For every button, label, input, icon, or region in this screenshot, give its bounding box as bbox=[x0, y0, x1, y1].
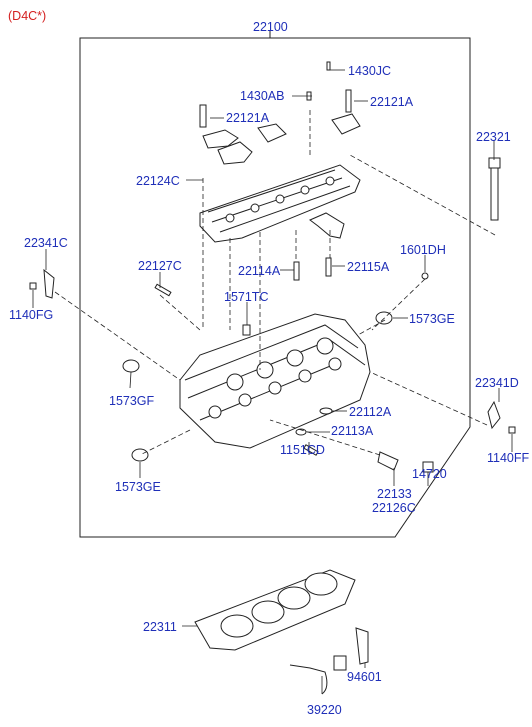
bolt-1140ff bbox=[508, 426, 516, 434]
label-22121a-left: 22121A bbox=[226, 111, 270, 125]
bolts bbox=[199, 61, 501, 221]
label-22133: 22133 bbox=[377, 487, 412, 501]
label-1573ge-left: 1573GE bbox=[115, 480, 161, 494]
label-1430ab: 1430AB bbox=[240, 89, 285, 103]
label-22311: 22311 bbox=[143, 620, 177, 634]
label-1151cd: 1151CD bbox=[280, 443, 325, 457]
label-22124c: 22124C bbox=[136, 174, 180, 188]
label-1140fg: 1140FG bbox=[9, 308, 54, 322]
bracket-22341c bbox=[43, 268, 55, 299]
plug-1601dh bbox=[421, 272, 429, 280]
model-code: (D4C*) bbox=[8, 9, 47, 23]
label-1430jc: 1430JC bbox=[348, 64, 392, 78]
label-1601dh: 1601DH bbox=[400, 243, 446, 257]
label-1573gf: 1573GF bbox=[109, 394, 155, 408]
label-22100: 22100 bbox=[253, 20, 288, 34]
label-22341d: 22341D bbox=[475, 376, 519, 390]
label-1140ff: 1140FF bbox=[487, 451, 530, 465]
head-gasket bbox=[194, 569, 356, 651]
label-1573ge-right: 1573GE bbox=[409, 312, 455, 326]
cam-carrier bbox=[199, 113, 361, 243]
label-22341c: 22341C bbox=[24, 236, 68, 250]
bracket-22341d bbox=[487, 400, 501, 430]
label-22321: 22321 bbox=[476, 130, 511, 144]
label-22127c: 22127C bbox=[138, 259, 182, 273]
temperature-sensor bbox=[289, 627, 369, 695]
label-22126c: 22126C bbox=[372, 501, 416, 515]
assembly-frame bbox=[79, 37, 471, 538]
plug-1573ge-left bbox=[131, 448, 149, 462]
label-14720: 14720 bbox=[412, 467, 447, 481]
label-22113a: 22113A bbox=[331, 424, 374, 438]
pin-22115a bbox=[325, 257, 332, 277]
cylinder-head bbox=[179, 313, 371, 449]
washer-22112a bbox=[319, 407, 333, 415]
label-94601: 94601 bbox=[347, 670, 382, 684]
stud-22127c bbox=[154, 283, 172, 297]
label-1571tc: 1571TC bbox=[224, 290, 269, 304]
label-22115a: 22115A bbox=[347, 260, 390, 274]
bolt-1140fg bbox=[29, 282, 37, 290]
pin-22114a bbox=[293, 261, 300, 281]
plug-1573gf bbox=[122, 359, 140, 373]
label-22121a-top: 22121A bbox=[370, 95, 414, 109]
label-22112a: 22112A bbox=[349, 405, 392, 419]
fitting-22133 bbox=[377, 451, 399, 471]
label-22114a: 22114A bbox=[238, 264, 281, 278]
label-39220: 39220 bbox=[307, 703, 342, 717]
stud-1151cd bbox=[303, 444, 319, 456]
